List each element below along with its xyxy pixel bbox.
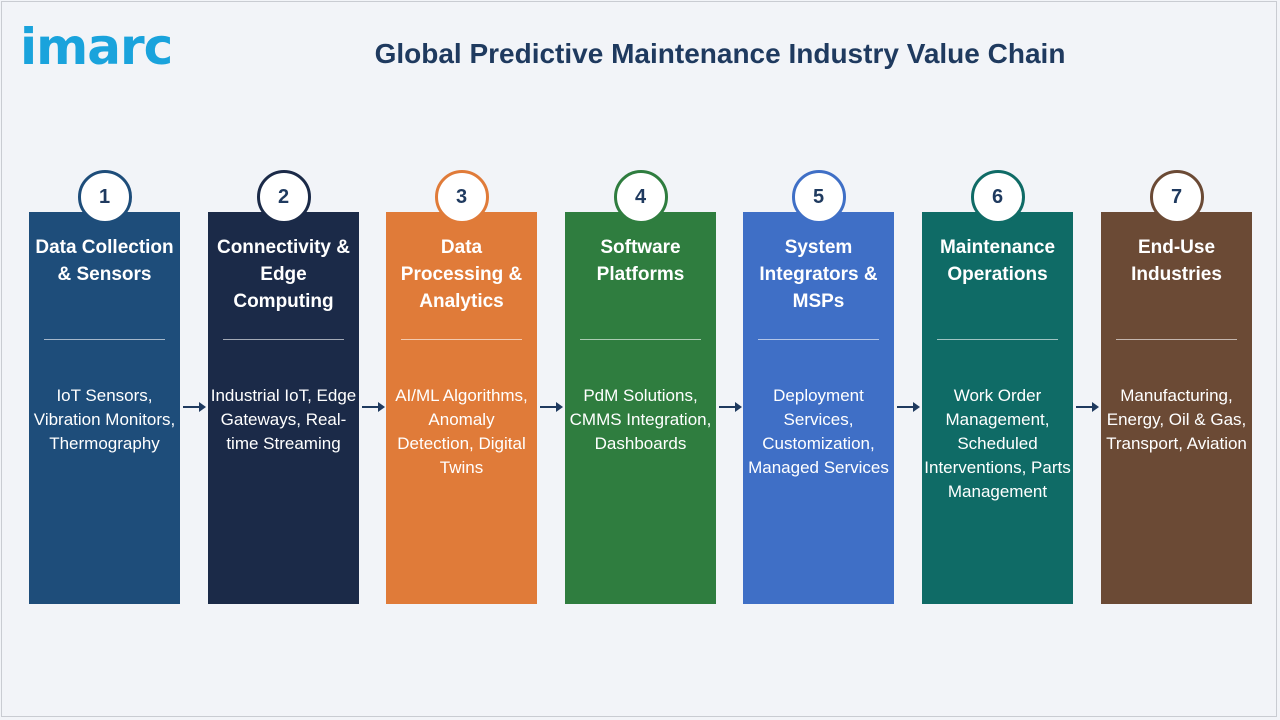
stage-description: Work Order Management, Scheduled Interve…	[924, 386, 1071, 501]
stage-description: Industrial IoT, Edge Gateways, Real-time…	[210, 386, 357, 453]
stage-divider	[758, 339, 879, 340]
stage-heading: Data Collection & Sensors	[35, 237, 174, 285]
stage-number-badge: 2	[256, 170, 311, 224]
stage-description: Deployment Services, Customization, Mana…	[748, 386, 889, 477]
stage-heading: Data Processing & Analytics	[400, 237, 523, 312]
flow-arrow-icon	[897, 402, 920, 412]
stage-description: IoT Sensors, Vibration Monitors, Thermog…	[33, 386, 176, 453]
stage-number-badge: 1	[77, 170, 132, 224]
stage-number-badge: 4	[613, 170, 668, 224]
stage-divider	[223, 339, 344, 340]
stage-heading: Software Platforms	[596, 237, 685, 285]
flow-arrow-icon	[1076, 402, 1099, 412]
imarc-logo: imarc	[20, 14, 202, 80]
stage-divider	[1116, 339, 1237, 340]
stage-divider	[401, 339, 522, 340]
stage-number-badge: 5	[791, 170, 846, 224]
flow-arrow-icon	[362, 402, 385, 412]
stage-divider	[580, 339, 701, 340]
stage-heading: Connectivity & Edge Computing	[216, 237, 351, 312]
page-title: Global Predictive Maintenance Industry V…	[374, 38, 1066, 69]
stage-description: Manufacturing, Energy, Oil & Gas, Transp…	[1106, 386, 1247, 453]
flow-arrow-icon	[719, 402, 742, 412]
flow-arrow-icon	[183, 402, 206, 412]
stage-heading: System Integrators & MSPs	[759, 237, 878, 312]
stage-heading: End-Use Industries	[1131, 237, 1222, 285]
stage-number-badge: 6	[970, 170, 1025, 224]
stage-divider	[44, 339, 165, 340]
stage-number-badge: 7	[1149, 170, 1204, 224]
logo-text: imarc	[20, 18, 173, 76]
stage-number-badge: 3	[434, 170, 489, 224]
stage-description: PdM Solutions, CMMS Integration, Dashboa…	[569, 386, 712, 453]
stage-heading: Maintenance Operations	[939, 237, 1056, 285]
flow-arrow-icon	[540, 402, 563, 412]
stage-description: AI/ML Algorithms, Anomaly Detection, Dig…	[395, 386, 528, 477]
stage-divider	[937, 339, 1058, 340]
